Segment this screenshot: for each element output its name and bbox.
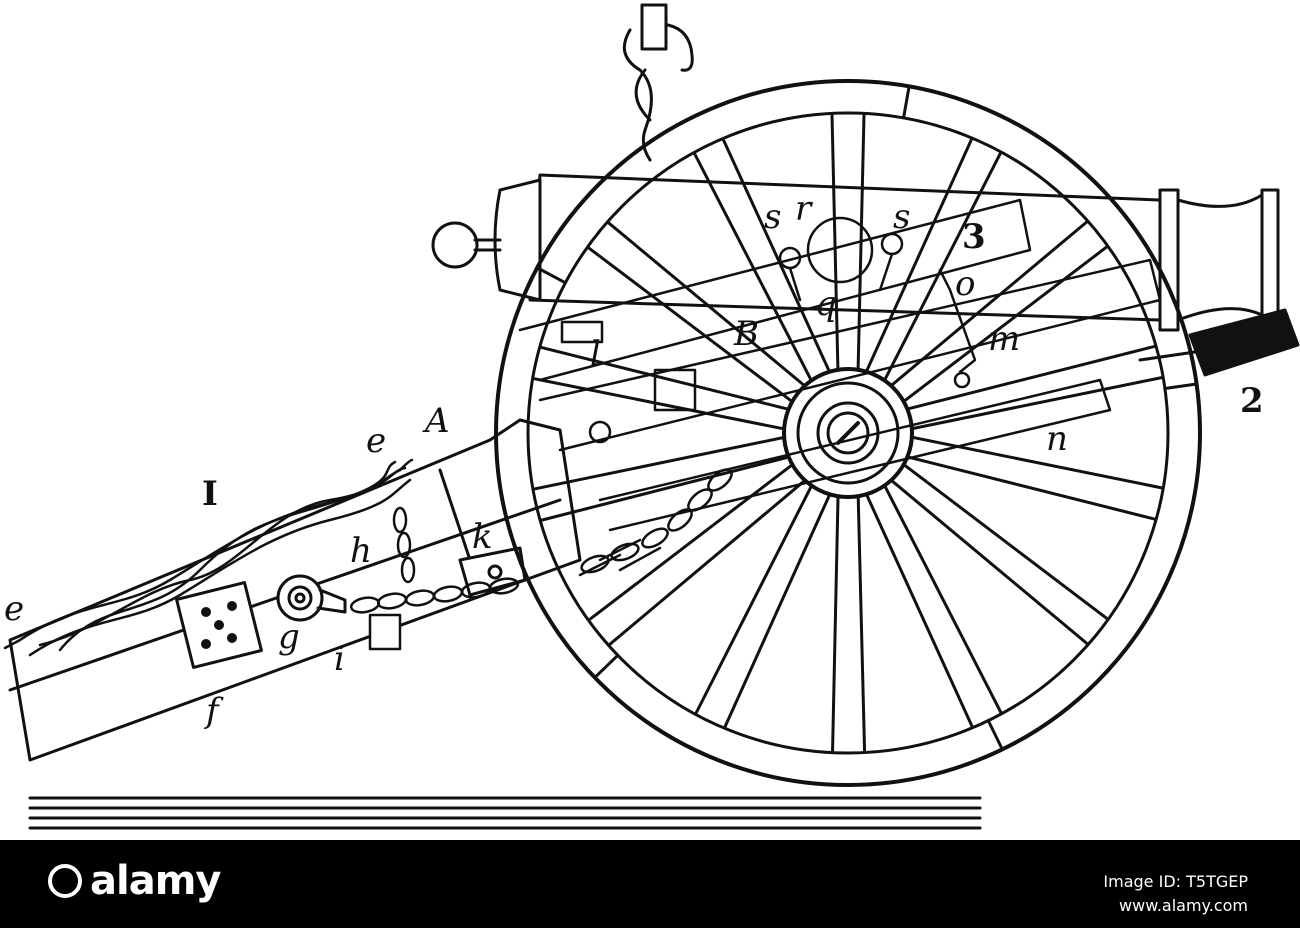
label-o: o [955,264,975,304]
label-e-upper: e [366,421,386,461]
top-hook [622,3,694,162]
rope-coil [3,458,414,657]
wheel [494,79,1202,787]
label-l: l [590,334,601,374]
label-g: g [278,617,300,657]
label-m: m [988,319,1020,359]
brand-logo: alamy [48,858,221,904]
label-i: i [334,639,345,679]
trail-ring [276,574,347,622]
label-s-left: s [764,197,781,237]
label-s-right: s [893,197,910,237]
brand-name: alamy [90,858,221,904]
carriage-details [518,198,1162,532]
label-k: k [472,517,493,557]
watermark-footer: alamy Image ID: T5TGEP www.alamy.com [0,840,1300,928]
label-2: 2 [1240,381,1264,421]
label-3: 3 [962,217,986,257]
cannon-illustration: s r s 3 o l B q m 2 n A e I h k e g i f [3,3,1300,830]
footer-links: Image ID: T5TGEP www.alamy.com [1103,870,1248,918]
label-r: r [795,189,813,229]
label-I: I [202,474,218,514]
site-url: www.alamy.com [1119,896,1248,915]
label-f: f [203,691,224,731]
label-e-lower: e [4,589,24,629]
label-A: A [422,401,450,441]
sponge-rammer [1138,308,1300,377]
label-q: q [815,284,837,324]
label-n: n [1046,419,1068,459]
ground-lines [28,796,982,830]
image-id: Image ID: T5TGEP [1103,872,1248,891]
label-B: B [733,314,759,354]
label-h: h [350,531,372,571]
brand-mark-icon [48,864,82,898]
